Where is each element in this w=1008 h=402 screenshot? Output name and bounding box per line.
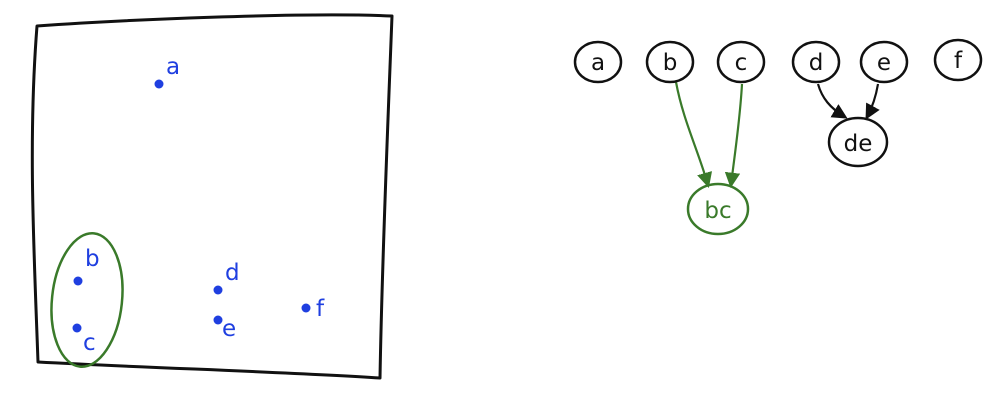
tree-leaf-c-label: c (735, 50, 748, 76)
point-a: a (154, 54, 180, 89)
point-a-dot (154, 79, 164, 89)
scatter-panel: a b c d e f (30, 13, 394, 380)
tree-leaf-a-label: a (591, 50, 605, 76)
point-d: d (213, 260, 240, 295)
cluster-bc-outline (50, 232, 124, 368)
edge-d-to-de (816, 83, 848, 119)
tree-node-de: de (827, 116, 889, 168)
tree-leaf-c-outline (716, 40, 766, 84)
scatter-frame (30, 13, 394, 380)
tree-node-bc: bc (686, 182, 750, 236)
tree-leaf-f-label: f (954, 48, 963, 74)
edge-e-to-de (865, 83, 880, 120)
tree-leaf-f-outline (933, 38, 983, 82)
edge-c-to-bc (724, 83, 744, 189)
point-b: b (73, 246, 100, 286)
tree-leaf-b: b (645, 40, 695, 84)
point-d-dot (213, 285, 223, 295)
point-d-label: d (225, 260, 240, 286)
tree-node-bc-label: bc (704, 198, 731, 224)
point-b-label: b (85, 246, 100, 272)
point-f-dot (301, 303, 311, 313)
tree-leaf-e-label: e (877, 50, 891, 76)
point-c-dot (72, 323, 82, 333)
tree-leaf-a: a (573, 40, 623, 84)
tree-leaf-d-label: d (809, 50, 824, 76)
edge-b-to-bc (674, 81, 713, 188)
point-a-label: a (166, 54, 180, 80)
point-e-label: e (222, 316, 236, 342)
tree-leaf-d-outline (791, 40, 841, 84)
tree-panel: a b c d e f bc de (573, 38, 983, 236)
tree-node-bc-outline (686, 182, 750, 236)
point-f: f (301, 296, 325, 322)
tree-leaf-b-outline (645, 40, 695, 84)
point-b-dot (73, 276, 83, 286)
tree-node-de-outline (827, 116, 889, 168)
tree-leaf-e: e (859, 40, 909, 84)
tree-leaf-c: c (716, 40, 766, 84)
point-e-dot (213, 315, 223, 325)
tree-node-de-label: de (844, 131, 873, 157)
tree-leaf-a-outline (573, 40, 623, 84)
point-c: c (72, 323, 96, 356)
tree-leaf-b-label: b (663, 50, 678, 76)
point-c-label: c (83, 330, 96, 356)
point-e: e (213, 315, 236, 342)
point-f-label: f (316, 296, 325, 322)
tree-leaf-f: f (933, 38, 983, 82)
tree-leaf-d: d (791, 40, 841, 84)
tree-leaf-e-outline (859, 40, 909, 84)
